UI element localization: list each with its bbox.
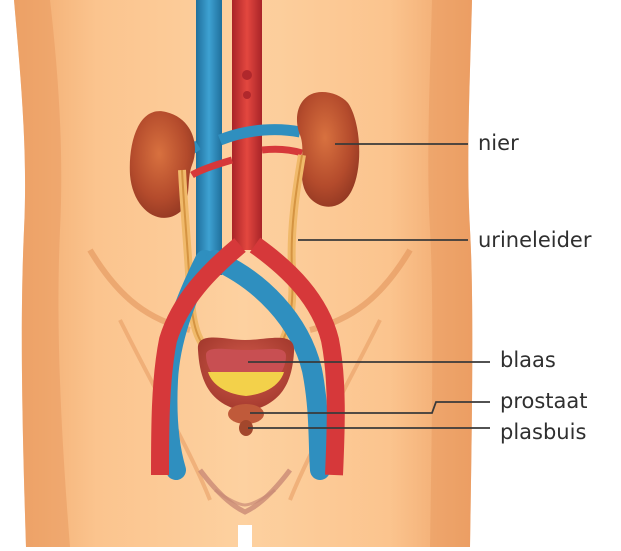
aorta [232,0,262,250]
label-kidney: nier [478,133,519,154]
torso-right-shadow [428,0,472,547]
label-prostate: prostaat [500,391,588,412]
label-ureter: urineleider [478,230,591,251]
aorta-branch-2 [243,91,251,99]
kidney-right [297,92,359,207]
label-urethra: plasbuis [500,422,586,443]
renal-artery-right [262,149,302,153]
label-bladder: blaas [500,350,556,371]
vena-cava [196,0,222,275]
aorta-branch-1 [242,70,252,80]
bottom-gap [238,525,252,547]
